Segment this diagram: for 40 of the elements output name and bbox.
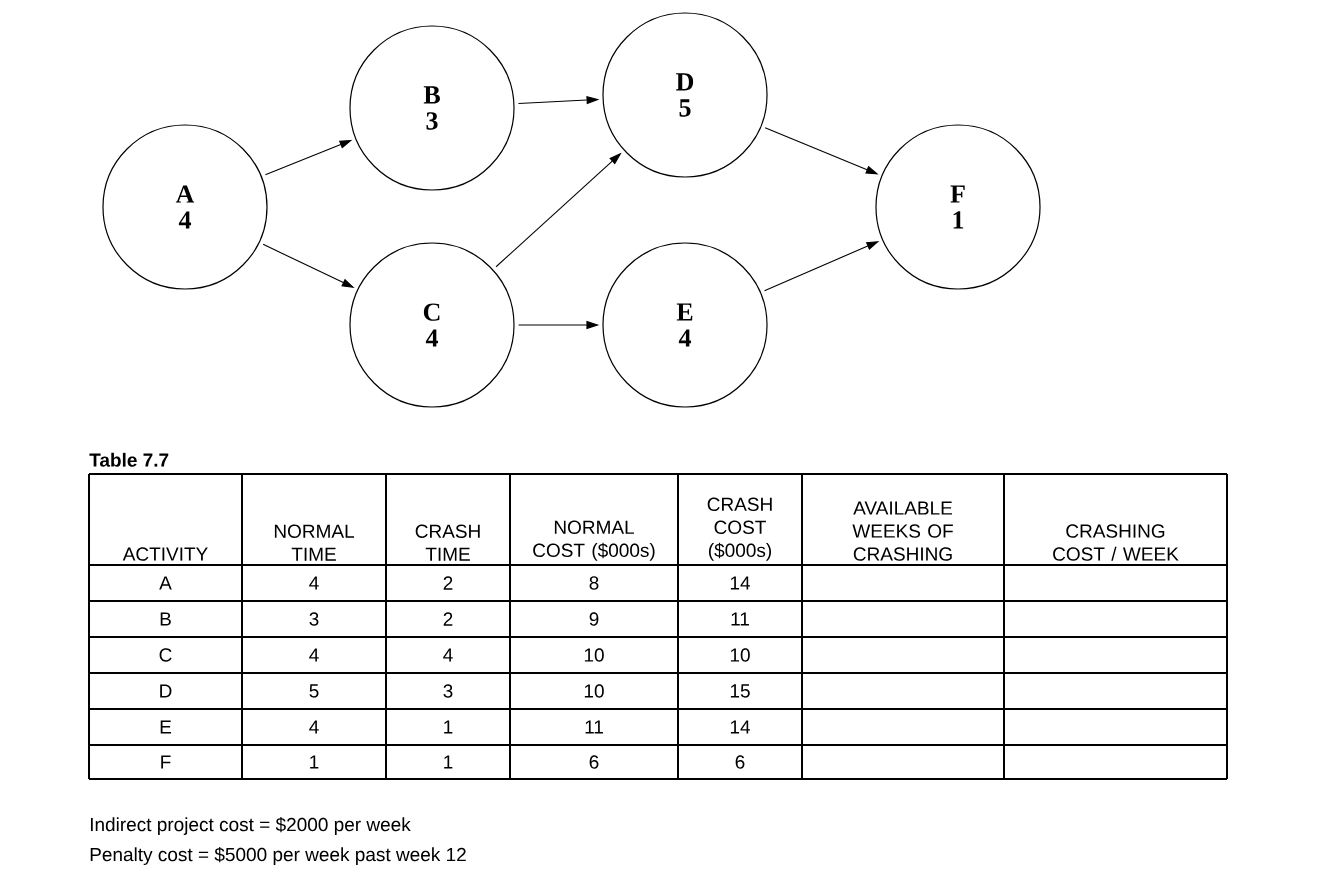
table-cell: 10	[584, 684, 604, 698]
column-header: NORMAL TIME	[274, 524, 354, 561]
table-cell: 3	[443, 684, 453, 698]
table-cell: 14	[730, 720, 750, 734]
table-cell: 2	[443, 576, 453, 590]
table-cell: 3	[309, 612, 319, 626]
table-cell: 1	[444, 755, 453, 769]
table-cell: C	[159, 648, 172, 662]
table-cell: 4	[309, 720, 319, 734]
table-cell: 6	[735, 755, 745, 769]
table-title: Table 7.7	[89, 452, 169, 467]
table-cell: 5	[309, 684, 319, 698]
table-cell: 4	[309, 648, 319, 662]
table-cell: 14	[730, 576, 750, 590]
table-cell: B	[160, 612, 171, 626]
table-cell: 9	[589, 612, 599, 626]
column-header: CRASHING COST / WEEK	[1053, 524, 1179, 561]
column-header: CRASH TIME	[415, 524, 480, 561]
table-cell: 1	[444, 720, 453, 734]
table-cell: D	[160, 684, 172, 698]
table-cell: 4	[443, 648, 453, 662]
table-cell: F	[161, 755, 171, 769]
table-cell: 11	[585, 720, 603, 734]
table-cell: 8	[589, 576, 599, 590]
table-cell: 6	[589, 755, 599, 769]
column-header: ACTIVITY	[122, 547, 208, 561]
table-cell: 1	[310, 755, 319, 769]
column-header: NORMAL COST ($000s)	[533, 520, 655, 561]
table-cell: 10	[730, 648, 750, 662]
column-header: AVAILABLE WEEKS OF CRASHING	[852, 501, 953, 561]
table-cell: 10	[584, 648, 604, 662]
table-cell: E	[160, 720, 172, 734]
table-cell: A	[159, 576, 172, 590]
note-text: Penalty cost = $5000 per week past week 12	[90, 847, 466, 865]
table-cell: 2	[443, 612, 453, 626]
column-header: CRASH COST ($000s)	[707, 497, 772, 561]
table-cell: 4	[309, 576, 319, 590]
table-cell: 15	[730, 684, 750, 698]
note-text: Indirect project cost = $2000 per week	[90, 817, 411, 835]
table-cell: 11	[731, 612, 749, 626]
